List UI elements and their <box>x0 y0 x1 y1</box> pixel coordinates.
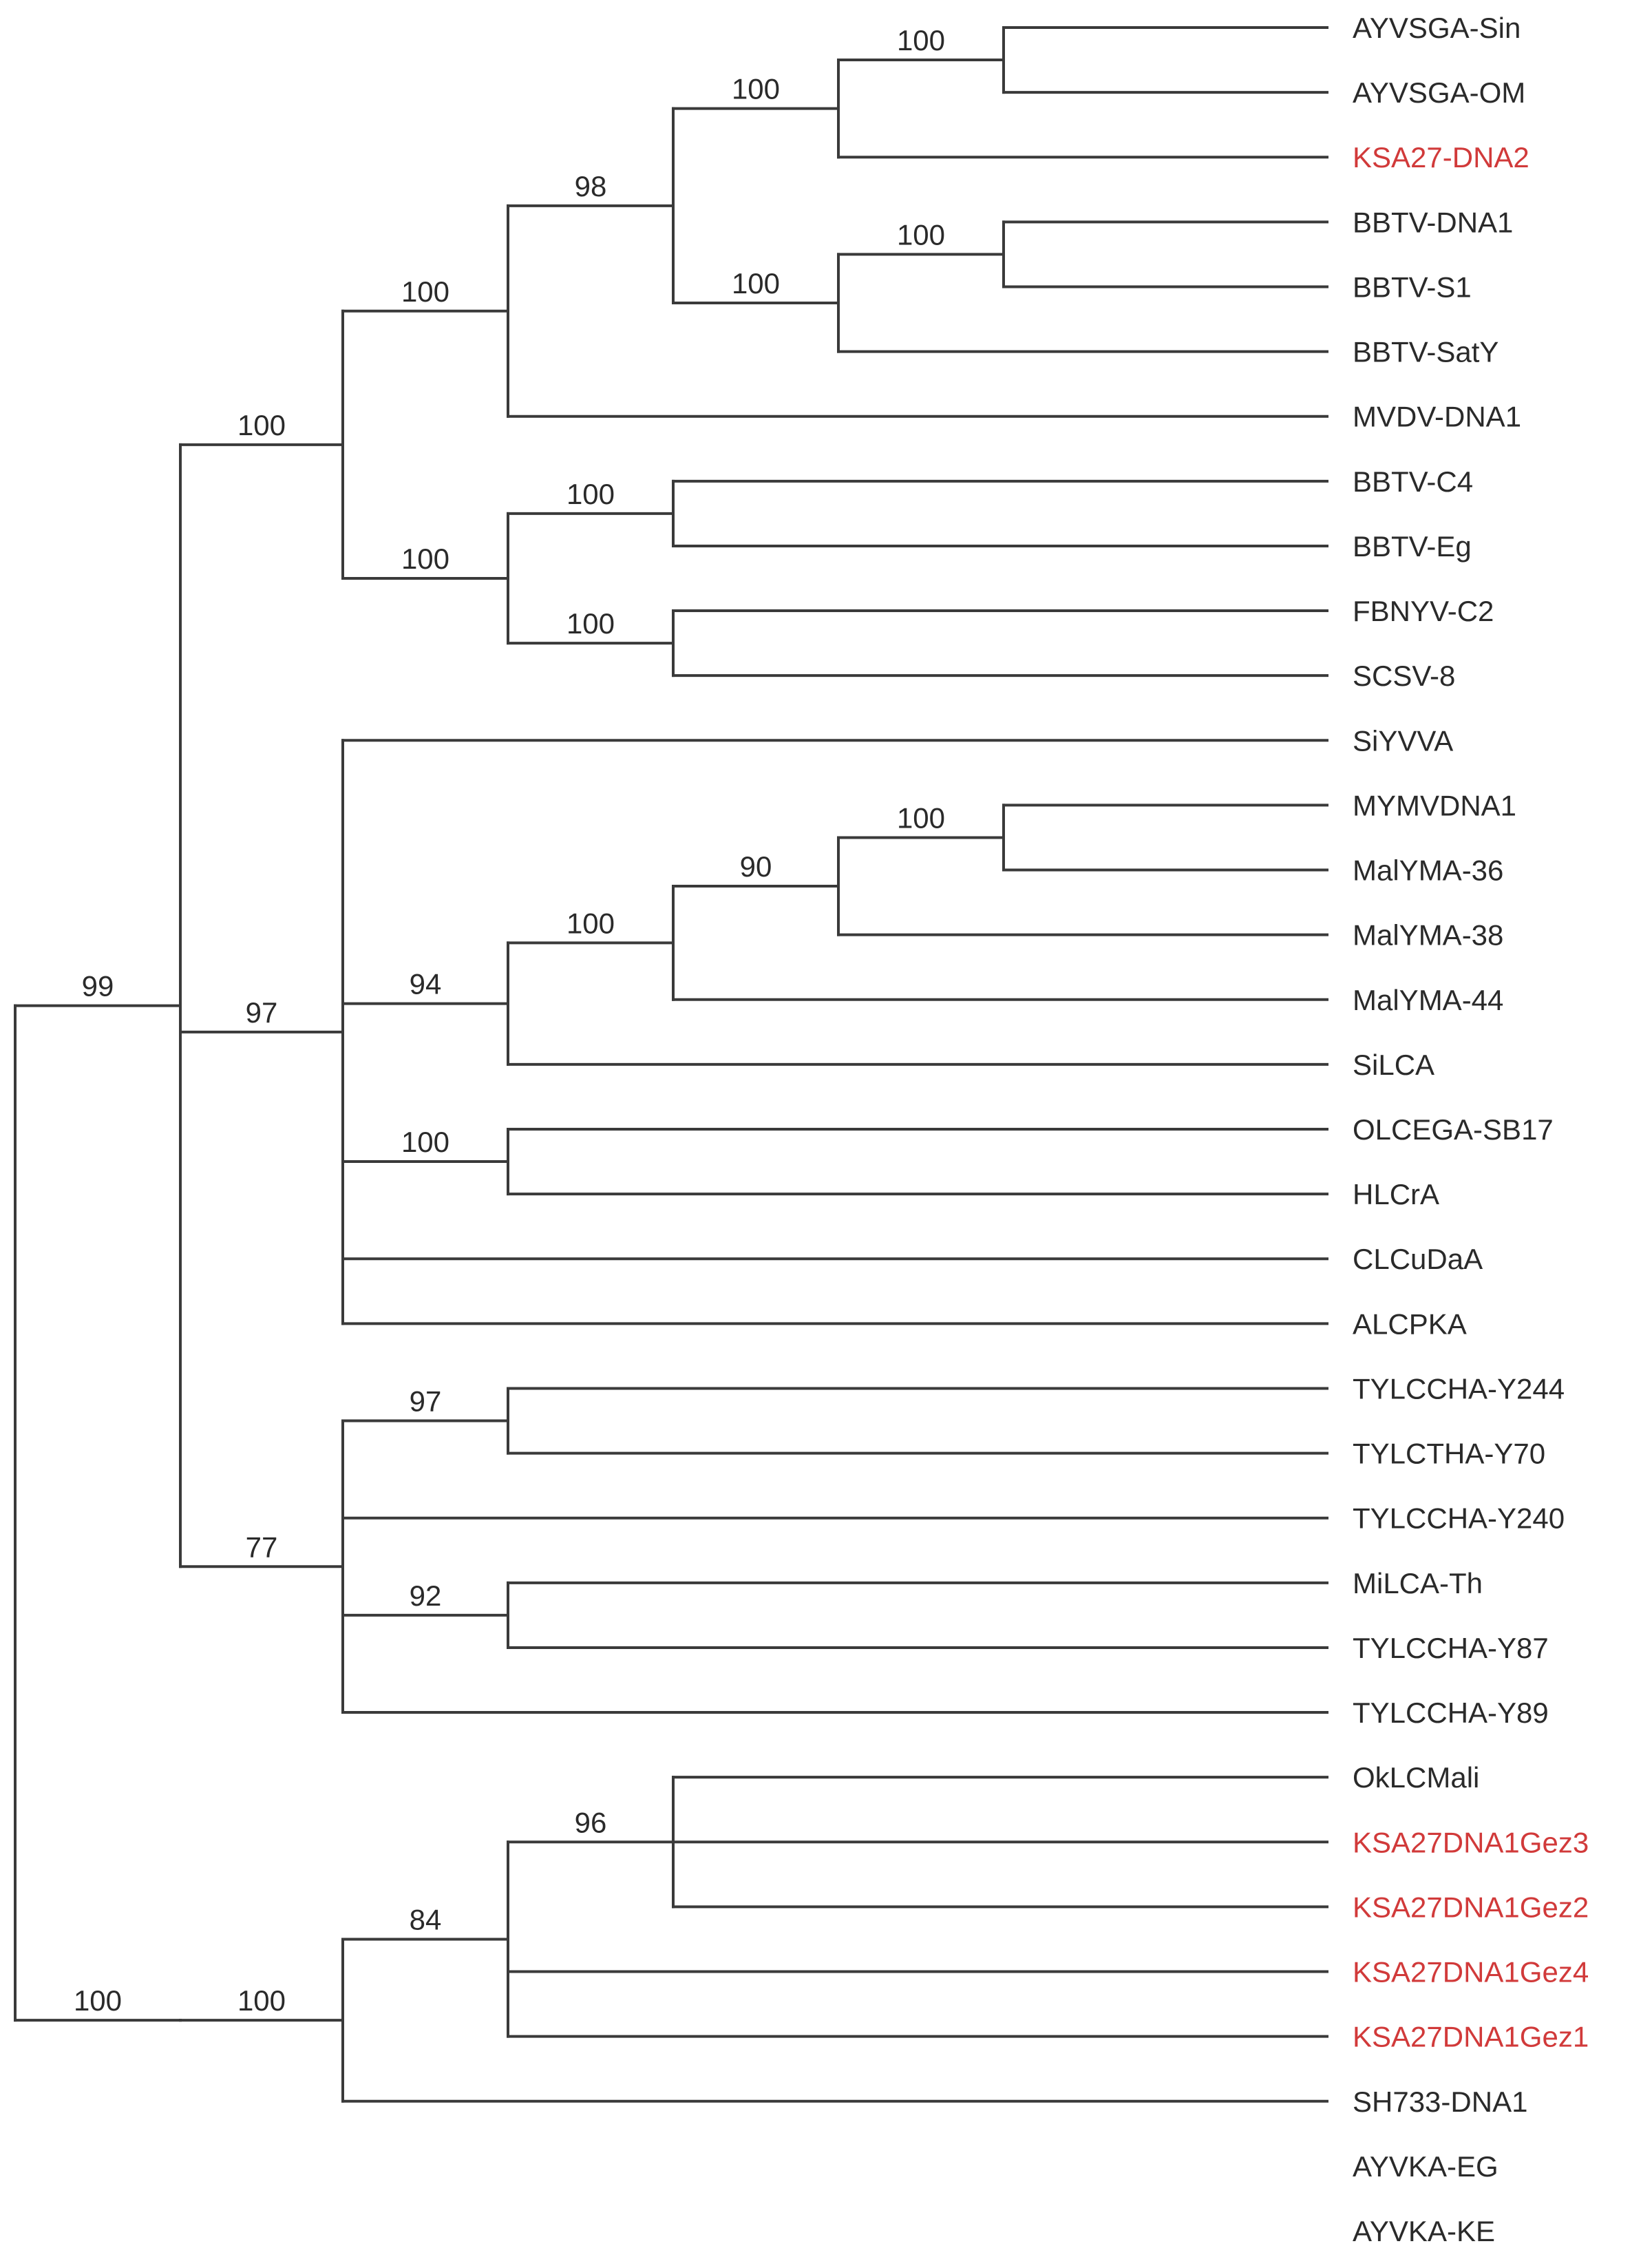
support-value: 100 <box>897 801 945 834</box>
support-value: 98 <box>575 170 607 202</box>
leaf-label: MalYMA-44 <box>1353 984 1503 1016</box>
leaf-label: KSA27-DNA2 <box>1353 141 1529 174</box>
support-value: 94 <box>410 968 442 1000</box>
leaf-label: SCSV-8 <box>1353 660 1455 692</box>
leaf-label: TYLCCHA-Y87 <box>1353 1632 1549 1664</box>
leaf-label: SiYVVA <box>1353 724 1453 757</box>
tree-branches <box>14 26 1328 2103</box>
leaf-label: AYVKA-EG <box>1353 2150 1499 2183</box>
leaf-label: SH733-DNA1 <box>1353 2086 1527 2118</box>
support-value: 92 <box>410 1579 442 1612</box>
support-value: 100 <box>566 607 615 640</box>
leaf-label: BBTV-Eg <box>1353 530 1472 563</box>
leaf-label: MYMVDNA1 <box>1353 789 1516 821</box>
support-value: 100 <box>566 907 615 939</box>
support-value: 96 <box>575 1806 607 1838</box>
support-value: 84 <box>410 1903 442 1935</box>
support-value: 100 <box>897 24 945 56</box>
support-value: 97 <box>246 996 278 1029</box>
leaf-label: TYLCTHA-Y70 <box>1353 1438 1545 1470</box>
support-value: 100 <box>732 267 780 300</box>
leaf-label: AYVSGA-Sin <box>1353 12 1521 44</box>
leaf-label: KSA27DNA1Gez1 <box>1353 2021 1589 2053</box>
leaf-label: AYVKA-KE <box>1353 2215 1495 2247</box>
leaf-label: BBTV-S1 <box>1353 271 1472 303</box>
leaf-label: OkLCMali <box>1353 1761 1479 1794</box>
support-value: 100 <box>237 1984 286 2017</box>
leaf-label: MiLCA-Th <box>1353 1567 1483 1599</box>
leaf-label: TYLCCHA-Y240 <box>1353 1502 1565 1535</box>
leaf-label: KSA27DNA1Gez3 <box>1353 1826 1589 1858</box>
leaf-label: KSA27DNA1Gez2 <box>1353 1891 1589 1923</box>
leaf-label: TYLCCHA-Y89 <box>1353 1697 1549 1729</box>
support-value: 100 <box>732 73 780 105</box>
support-value: 100 <box>401 1126 449 1158</box>
support-value: 90 <box>740 850 772 883</box>
leaf-label: BBTV-DNA1 <box>1353 206 1513 238</box>
leaf-label: MalYMA-38 <box>1353 919 1503 952</box>
leaf-label: SiLCA <box>1353 1049 1434 1081</box>
leaf-label: OLCEGA-SB17 <box>1353 1113 1554 1146</box>
leaf-label: MalYMA-36 <box>1353 854 1503 887</box>
leaf-label: ALCPKA <box>1353 1308 1467 1340</box>
support-value: 100 <box>74 1984 122 2017</box>
leaf-label: FBNYV-C2 <box>1353 595 1494 627</box>
leaf-label: BBTV-C4 <box>1353 465 1473 498</box>
support-value: 100 <box>897 218 945 251</box>
support-value: 77 <box>246 1531 278 1563</box>
leaf-label: CLCuDaA <box>1353 1243 1483 1275</box>
leaf-label: AYVSGA-OM <box>1353 76 1525 109</box>
leaf-label: KSA27DNA1Gez4 <box>1353 1956 1589 1988</box>
support-value: 100 <box>237 409 286 441</box>
support-value: 97 <box>410 1385 442 1418</box>
support-values: 99 100 100 98 100 100 100 100 100 100 100 97 94 100 90… <box>74 24 945 2017</box>
leaf-label: BBTV-SatY <box>1353 336 1499 368</box>
leaf-label: MVDV-DNA1 <box>1353 401 1521 433</box>
leaf-label: HLCrA <box>1353 1178 1439 1210</box>
leaf-label: TYLCCHA-Y244 <box>1353 1372 1565 1405</box>
support-value: 100 <box>401 543 449 575</box>
support-value: 100 <box>566 478 615 510</box>
support-value: 100 <box>401 275 449 308</box>
support-value: 99 <box>82 970 114 1002</box>
